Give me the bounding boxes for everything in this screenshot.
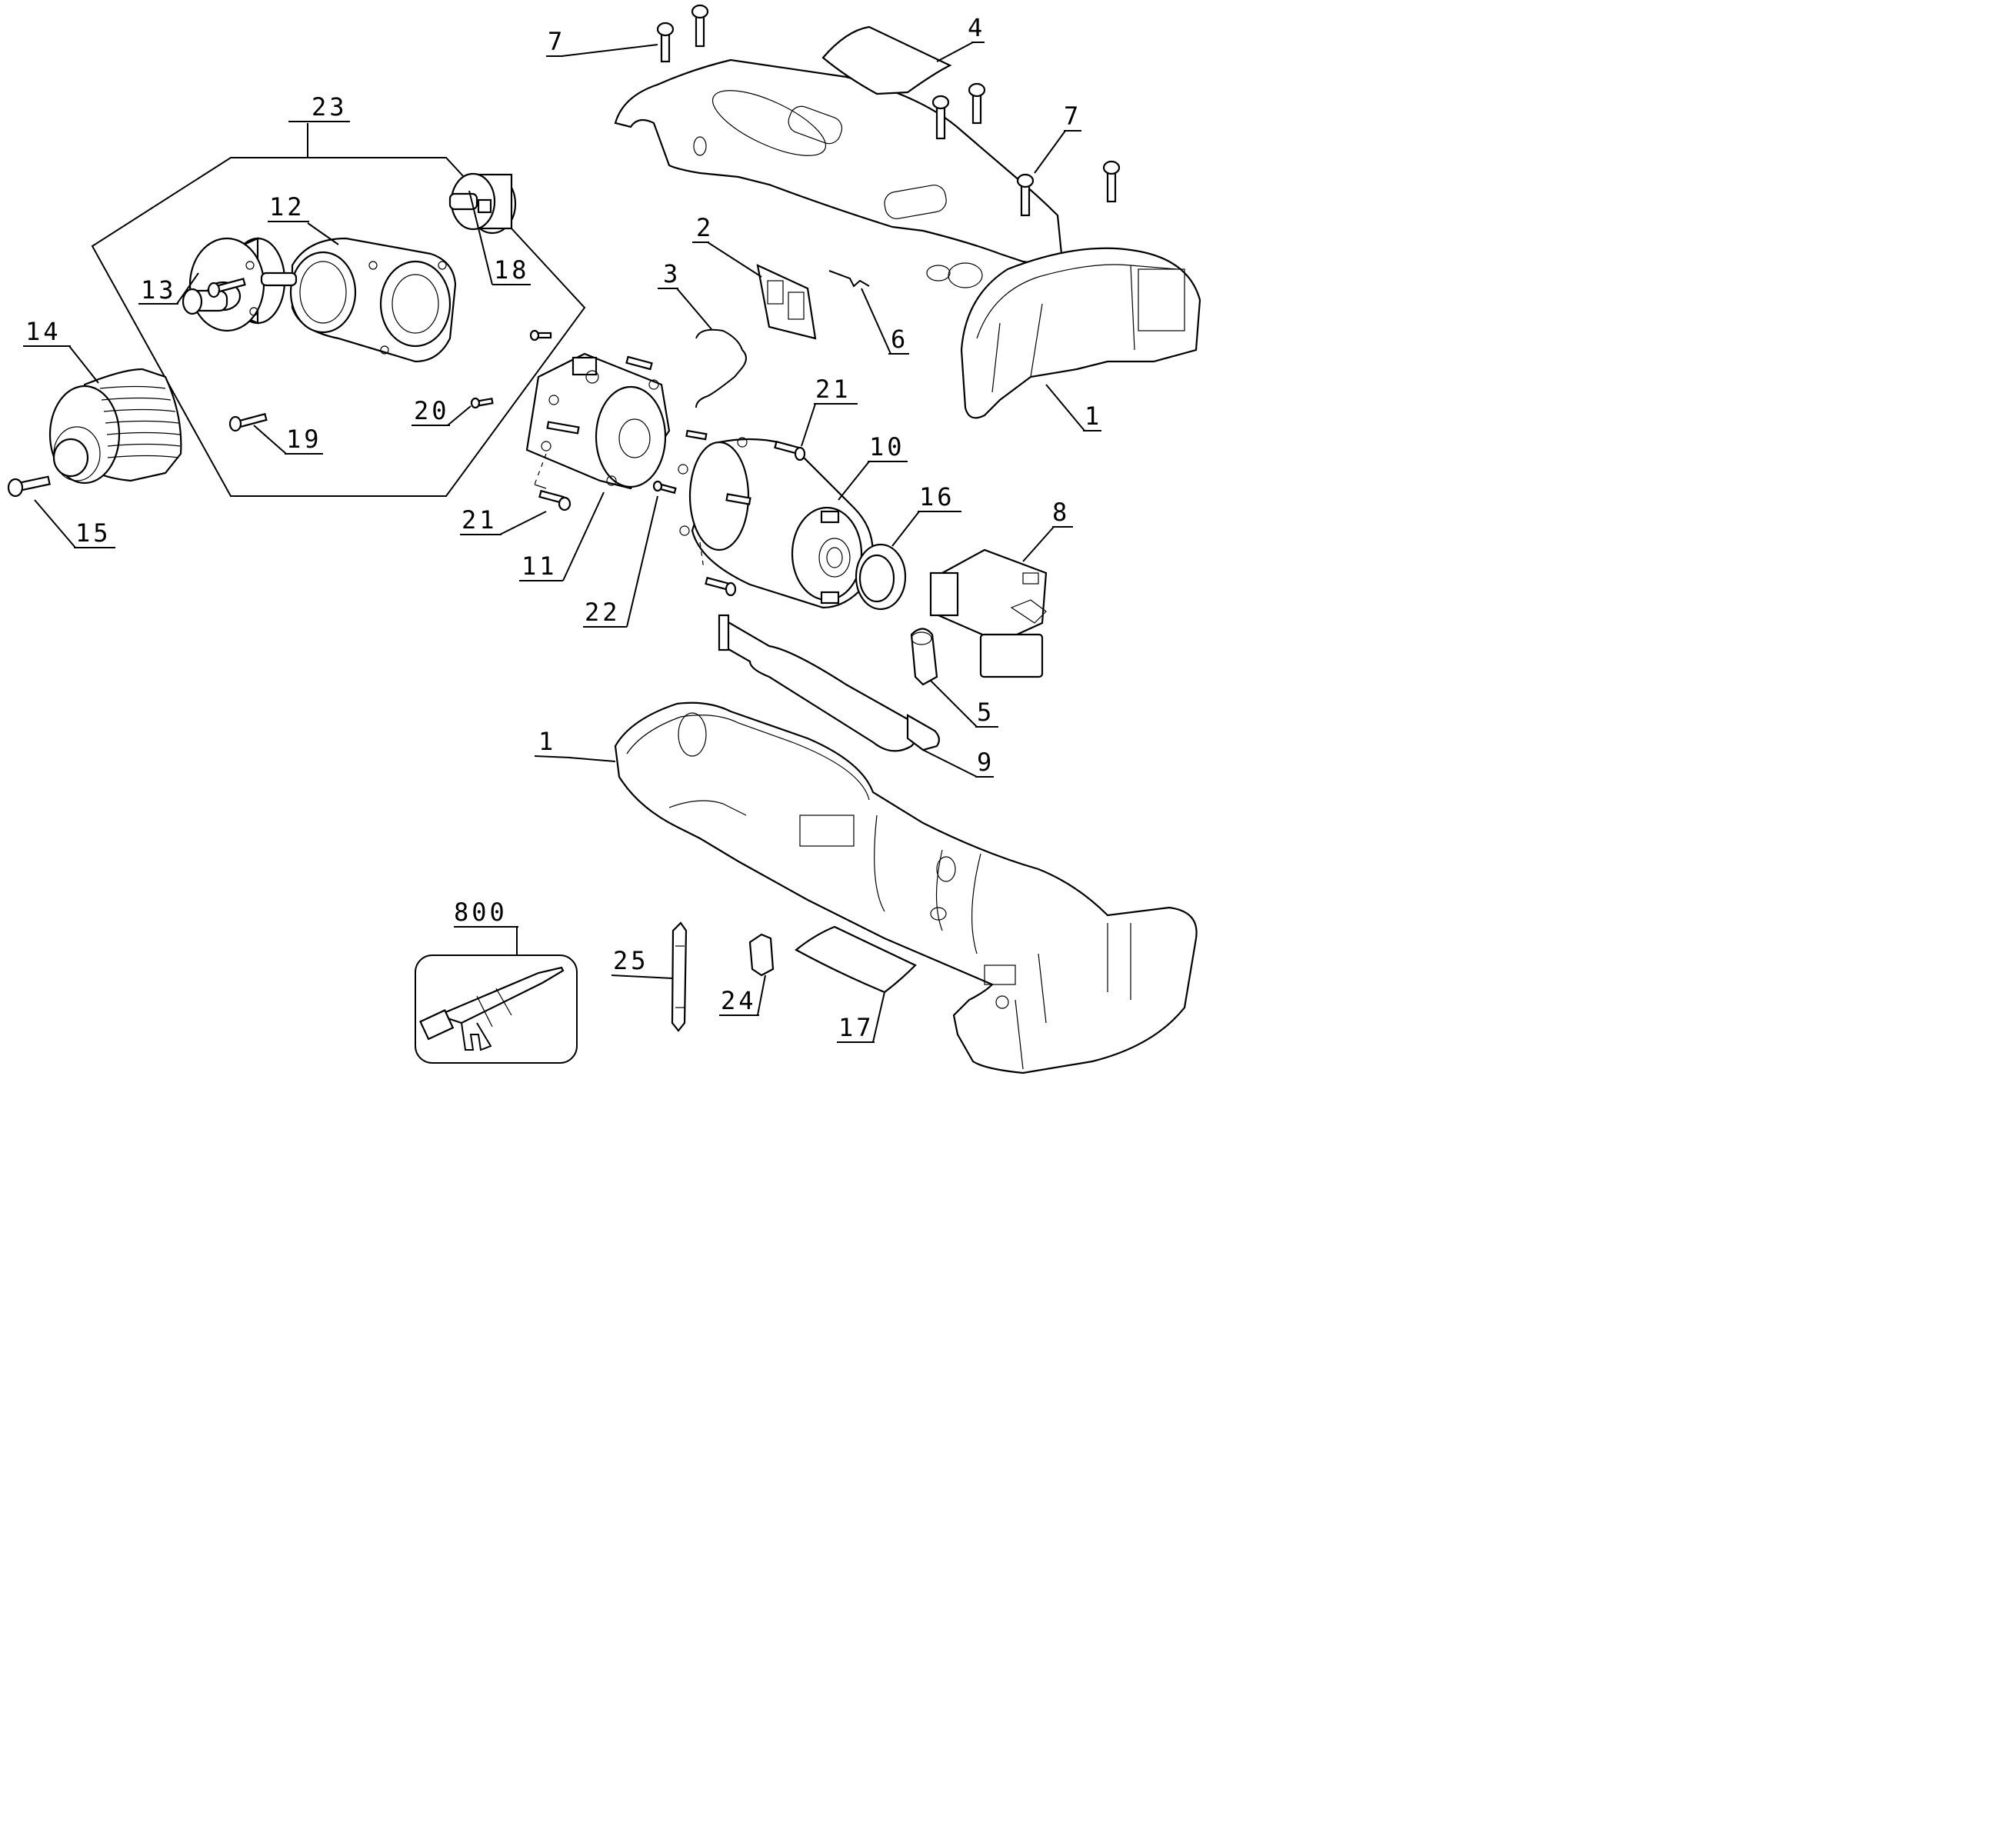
label-8: 8 [1052, 498, 1070, 527]
label-7-left: 7 [548, 27, 565, 56]
screws-hexagon: 19 20 [207, 278, 552, 455]
label-20: 20 [414, 396, 450, 425]
label-25: 25 [613, 946, 649, 975]
part-15-screw: 15 [7, 475, 115, 548]
label-12: 12 [269, 192, 305, 222]
label-11: 11 [521, 551, 558, 581]
part-5-trigger: 5 [910, 628, 998, 728]
part-17-label-sheet: 17 [795, 925, 917, 1043]
label-21-right: 21 [815, 375, 851, 404]
part-3-spring: 3 [658, 259, 747, 408]
part-21-screw-right: 21 [774, 375, 858, 461]
exploded-parts-diagram: 23 12 13 18 [7, 4, 1201, 1074]
part-2-switch-plate: 2 [692, 213, 817, 340]
part-16-bearing-ring: 16 [855, 482, 961, 611]
part-18-spindle: 18 [448, 172, 531, 285]
label-24: 24 [721, 986, 757, 1015]
part-24-clip: 24 [719, 933, 775, 1016]
part-22-screw: 22 [583, 480, 677, 628]
label-1-bottom: 1 [538, 727, 556, 756]
part-1-top-housing: 1 [614, 58, 1201, 431]
gear-assembly-group: 23 [91, 92, 586, 497]
label-16: 16 [919, 482, 955, 511]
label-13: 13 [141, 275, 177, 305]
label-18: 18 [494, 255, 530, 285]
label-5: 5 [977, 698, 995, 727]
part-4-label-sheet: 4 [821, 13, 985, 95]
label-22: 22 [585, 598, 621, 627]
part-1-bottom-housing: 1 [534, 701, 1198, 1074]
label-4: 4 [968, 13, 985, 42]
label-21-left: 21 [462, 505, 498, 535]
label-6: 6 [891, 325, 908, 354]
part-12-gear-housing: 12 [268, 192, 457, 363]
label-9: 9 [977, 748, 995, 777]
label-2: 2 [696, 213, 714, 242]
part-14-chuck: 14 [23, 317, 182, 485]
part-7-screws: 7 7 [546, 4, 1121, 217]
label-800: 800 [454, 898, 508, 927]
label-3: 3 [663, 259, 681, 288]
part-25-screwdriver-bit: 25 [611, 921, 688, 1032]
label-7-right: 7 [1064, 102, 1081, 131]
part-9-switch-rod: 9 [718, 614, 995, 778]
label-14: 14 [25, 317, 62, 346]
part-800-accessory-box: 800 [415, 898, 578, 1064]
label-1-top: 1 [1085, 401, 1102, 431]
part-21-screw-left: 21 [460, 453, 571, 535]
label-23: 23 [312, 92, 348, 122]
gear-assembly-outline [91, 157, 586, 497]
label-15: 15 [75, 518, 112, 548]
part-11-motor-mount: 11 [519, 352, 671, 581]
label-17: 17 [838, 1013, 875, 1042]
part-8-switch: 8 [929, 498, 1073, 678]
part-6-spring-clip: 6 [828, 270, 909, 355]
part-10-motor: 10 [678, 429, 908, 609]
label-19: 19 [286, 425, 322, 454]
label-10: 10 [869, 432, 905, 461]
